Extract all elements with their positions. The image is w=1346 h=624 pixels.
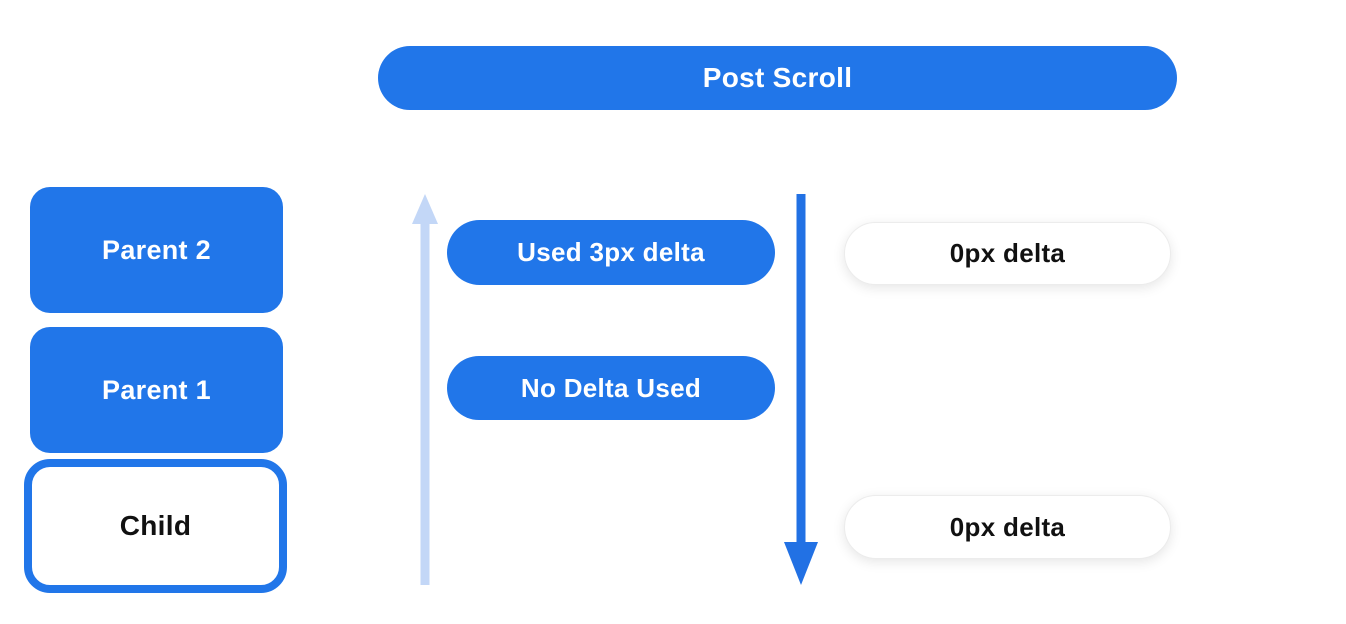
down-arrow-icon — [784, 194, 818, 585]
used-3px-delta-pill: Used 3px delta — [447, 220, 775, 285]
bottom-0px-delta-pill: 0px delta — [844, 495, 1171, 559]
no-delta-used-label: No Delta Used — [520, 372, 702, 403]
up-arrow-icon — [412, 194, 438, 585]
down-arrow-head — [784, 542, 818, 585]
parent-1-box: Parent 1 — [30, 327, 283, 453]
parent-2-box: Parent 2 — [30, 187, 283, 313]
post-scroll-header-pill: Post Scroll — [378, 46, 1177, 110]
bottom-0px-delta-label: 0px delta — [949, 511, 1066, 542]
child-label: Child — [119, 510, 192, 541]
up-arrow-shaft — [420, 220, 430, 585]
post-scroll-label: Post Scroll — [702, 62, 853, 93]
no-delta-used-pill: No Delta Used — [447, 356, 775, 420]
down-arrow-shaft — [796, 194, 806, 546]
parent-1-label: Parent 1 — [102, 374, 211, 405]
top-0px-delta-label: 0px delta — [949, 238, 1066, 268]
up-arrow-head — [412, 194, 438, 224]
used-3px-delta-label: Used 3px delta — [517, 237, 705, 267]
top-0px-delta-pill: 0px delta — [844, 222, 1171, 285]
parent-2-label: Parent 2 — [102, 234, 211, 265]
child-box: Child — [24, 459, 287, 593]
